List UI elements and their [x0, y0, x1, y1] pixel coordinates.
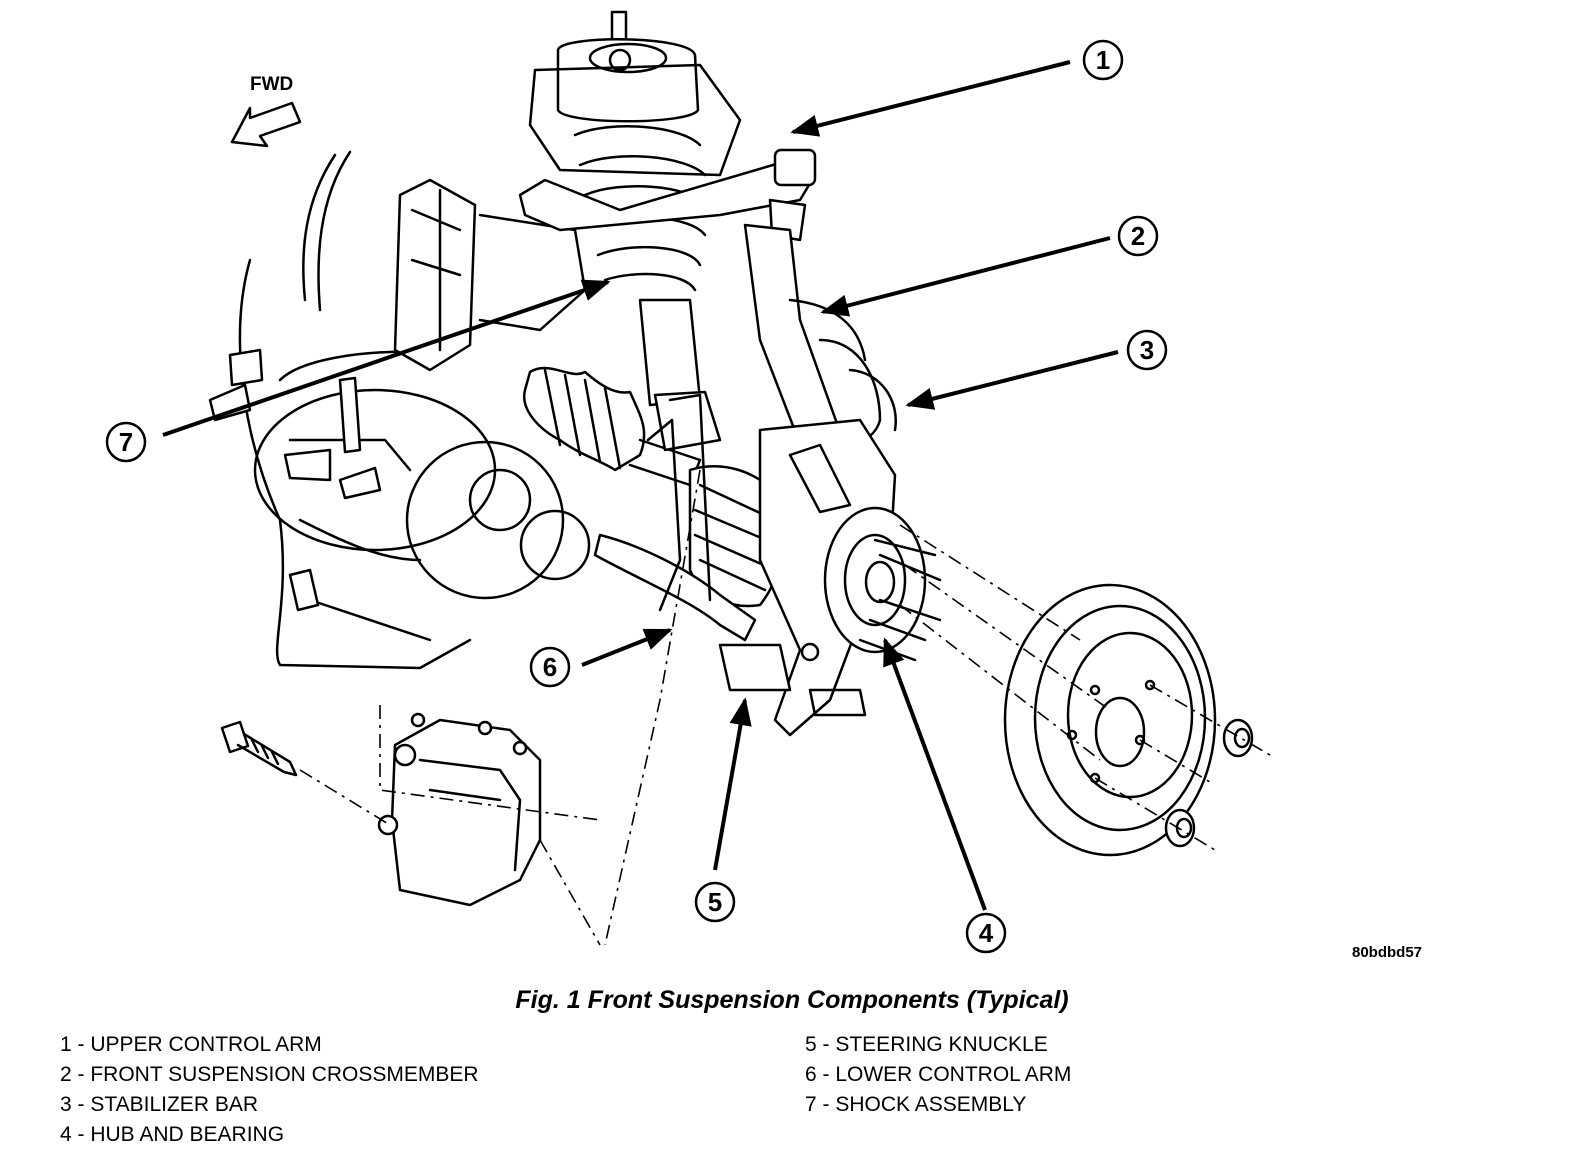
shock-assembly-drawing	[528, 10, 742, 452]
fwd-label: FWD	[250, 74, 293, 95]
svg-text:6: 6	[543, 652, 557, 682]
legend-item: 3 - STABILIZER BAR	[60, 1093, 258, 1116]
legend-item: 1 - UPPER CONTROL ARM	[60, 1033, 322, 1056]
callout-6: 6	[529, 646, 571, 688]
figure-caption: Fig. 1 Front Suspension Components (Typi…	[515, 986, 1069, 1014]
legend-item: 7 - SHOCK ASSEMBLY	[805, 1093, 1027, 1116]
legend-item: 6 - LOWER CONTROL ARM	[805, 1063, 1072, 1086]
suspension-diagram: 1 2 3 4 5 6 7 FWD	[105, 10, 1276, 954]
callout-5: 5	[694, 881, 736, 923]
legend-left-column: 1 - UPPER CONTROL ARM 2 - FRONT SUSPENSI…	[60, 1030, 479, 1150]
brake-caliper-drawing	[377, 712, 542, 907]
brake-rotor-drawing	[1003, 583, 1217, 857]
legend-item: 2 - FRONT SUSPENSION CROSSMEMBER	[60, 1063, 479, 1086]
callout-4: 4	[965, 912, 1007, 954]
svg-text:1: 1	[1096, 45, 1110, 75]
callout-3: 3	[1126, 329, 1168, 371]
fwd-arrow-icon	[230, 101, 302, 148]
caliper-bolt-drawing	[220, 720, 298, 777]
leader-lines	[162, 60, 1119, 911]
legend-item: 5 - STEERING KNUCKLE	[805, 1033, 1048, 1056]
alignment-lines	[299, 469, 1276, 946]
svg-text:3: 3	[1140, 335, 1154, 365]
hub-bearing-drawing	[823, 506, 942, 662]
upper-control-arm-drawing	[518, 148, 817, 242]
legend-right-column: 5 - STEERING KNUCKLE 6 - LOWER CONTROL A…	[805, 1030, 1071, 1120]
lug-nut-lower-drawing	[1164, 808, 1196, 848]
callout-7: 7	[105, 421, 147, 463]
svg-text:7: 7	[119, 427, 133, 457]
suspension-illustration: 1 2 3 4 5 6 7 FWD	[105, 10, 1276, 954]
transaxle-drawing	[208, 150, 591, 670]
svg-text:5: 5	[708, 887, 722, 917]
callout-1: 1	[1082, 39, 1124, 81]
callout-2: 2	[1117, 215, 1159, 257]
figure-code: 80bdbd57	[1352, 944, 1423, 961]
svg-text:4: 4	[979, 918, 994, 948]
lug-nut-upper-drawing	[1222, 718, 1254, 758]
legend-item: 4 - HUB AND BEARING	[60, 1123, 285, 1146]
lower-control-arm-drawing	[593, 393, 757, 642]
svg-text:2: 2	[1131, 221, 1145, 251]
